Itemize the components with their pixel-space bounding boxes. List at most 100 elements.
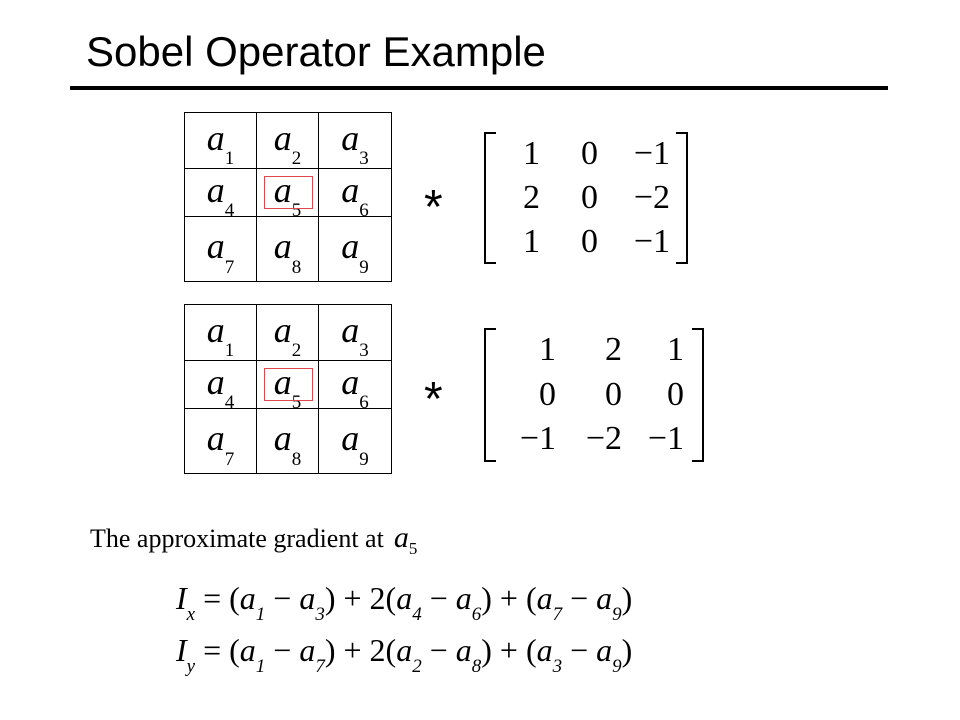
cell-variable: a1 (206, 117, 235, 170)
grid-cell-a1: a1 (185, 305, 257, 361)
kernel-entry: −2 (585, 420, 622, 458)
grid-cell-a9: a9 (319, 409, 391, 473)
cell-variable: a4 (206, 169, 235, 222)
caption-text: The approximate gradient at (90, 524, 384, 553)
equation-operator: − (562, 632, 597, 668)
cell-variable: a9 (341, 226, 369, 278)
equation-variable: a7 (536, 580, 563, 626)
kernel-entry: 0 (539, 375, 556, 413)
equation-iy: Iy = (a1 − a7) + 2(a2 − a8) + (a3 − a9) (176, 628, 632, 685)
cell-variable: a4 (206, 361, 235, 414)
gradient-caption: The approximate gradient at a5 (90, 520, 417, 567)
equation-operator: ) + ( (481, 632, 537, 668)
cell-variable: a6 (341, 169, 369, 222)
equation-variable: a1 (239, 632, 266, 678)
equation-variable: a1 (239, 580, 266, 626)
equation-operator: − (265, 632, 300, 668)
matrix-left-bracket (484, 328, 496, 462)
neighborhood-grid-gx: a1 a2 a3 a4 a5 a6 a7 a8 a9 (184, 112, 392, 282)
gy-kernel-body: 1 2 1 0 0 0 −1 −2 −1 (496, 328, 692, 462)
convolution-symbol-gy: * (424, 373, 443, 426)
equation-operator: = ( (203, 632, 240, 668)
cell-variable: a6 (341, 361, 369, 414)
grid-cell-a6: a6 (319, 361, 391, 414)
equation-operator: = ( (203, 580, 240, 616)
equation-variable: a7 (299, 632, 325, 678)
kernel-entry: 0 (667, 375, 684, 413)
cell-variable: a1 (206, 309, 235, 362)
kernel-entry: −1 (519, 420, 556, 458)
equation-variable: a4 (396, 580, 422, 626)
grid-cell-a3: a3 (319, 113, 391, 169)
equation-operator: ) (621, 632, 633, 668)
cell-variable: a7 (206, 226, 235, 278)
cell-variable: a8 (273, 418, 302, 470)
cell-variable: a5 (273, 361, 302, 414)
kernel-entry: 1 (523, 223, 540, 260)
equation-variable: a3 (299, 580, 325, 626)
slide-title: Sobel Operator Example (86, 28, 546, 75)
kernel-entry: 2 (605, 331, 622, 368)
matrix-left-bracket (484, 132, 496, 264)
cell-variable: a9 (341, 418, 369, 470)
equation-variable: a8 (455, 632, 482, 678)
grid-cell-a8: a8 (257, 217, 319, 281)
title-underline (70, 86, 888, 90)
kernel-entry: 2 (523, 179, 540, 216)
convolution-symbol-gx: * (424, 181, 443, 234)
caption-variable: a5 (393, 521, 418, 558)
gx-kernel-matrix: 1 0 −1 2 0 −2 1 0 −1 (484, 132, 688, 264)
cell-variable: a5 (273, 169, 302, 222)
equation-operator: ) (621, 580, 633, 616)
grid-cell-a4: a4 (185, 361, 257, 414)
equation-ix: Ix = (a1 − a3) + 2(a4 − a6) + (a7 − a9) (176, 576, 632, 633)
grid-cell-a6: a6 (319, 169, 391, 222)
equation-operator: ) + 2( (324, 580, 397, 616)
grid-cell-a2: a2 (257, 305, 319, 361)
equation-operator: − (421, 632, 456, 668)
kernel-entry: 0 (581, 179, 598, 216)
grid-cell-a2: a2 (257, 113, 319, 169)
equation-variable: a3 (536, 632, 563, 678)
kernel-entry: 1 (539, 331, 556, 368)
kernel-entry: 1 (523, 135, 540, 172)
equation-operator: − (265, 580, 300, 616)
kernel-entry: 0 (581, 135, 598, 172)
cell-variable: a3 (341, 309, 369, 362)
grid-cell-a9: a9 (319, 217, 391, 281)
kernel-entry: −1 (633, 223, 670, 260)
neighborhood-grid-gy: a1 a2 a3 a4 a5 a6 a7 a8 a9 (184, 304, 392, 474)
cell-variable: a2 (273, 309, 302, 362)
equation-operator: ) + ( (481, 580, 537, 616)
equation-variable: a6 (455, 580, 482, 626)
grid-cell-a4: a4 (185, 169, 257, 222)
gradient-symbol: Iy (176, 632, 196, 678)
cell-variable: a3 (341, 117, 369, 170)
equation-operator: − (421, 580, 456, 616)
equation-variable: a9 (596, 632, 622, 678)
kernel-entry: 1 (667, 331, 684, 368)
cell-variable: a7 (206, 418, 235, 470)
equation-variable: a9 (596, 580, 622, 626)
equation-variable: a2 (396, 632, 422, 678)
grid-cell-a3: a3 (319, 305, 391, 361)
grid-cell-a7: a7 (185, 217, 257, 281)
kernel-entry: 0 (581, 223, 598, 260)
equation-operator: − (562, 580, 597, 616)
grid-cell-a7: a7 (185, 409, 257, 473)
kernel-entry: −1 (647, 420, 684, 458)
kernel-entry: 0 (605, 375, 622, 413)
cell-variable: a2 (273, 117, 302, 170)
matrix-right-bracket (676, 132, 688, 264)
gy-kernel-matrix: 1 2 1 0 0 0 −1 −2 −1 (484, 328, 704, 462)
gradient-symbol: Ix (176, 580, 196, 626)
grid-cell-a1: a1 (185, 113, 257, 169)
matrix-right-bracket (692, 328, 704, 462)
grid-cell-a5: a5 (257, 169, 319, 222)
equation-operator: ) + 2( (324, 632, 397, 668)
kernel-entry: −1 (633, 135, 670, 172)
cell-variable: a8 (273, 226, 302, 278)
grid-cell-a8: a8 (257, 409, 319, 473)
gx-kernel-body: 1 0 −1 2 0 −2 1 0 −1 (496, 132, 676, 264)
kernel-entry: −2 (633, 179, 670, 216)
